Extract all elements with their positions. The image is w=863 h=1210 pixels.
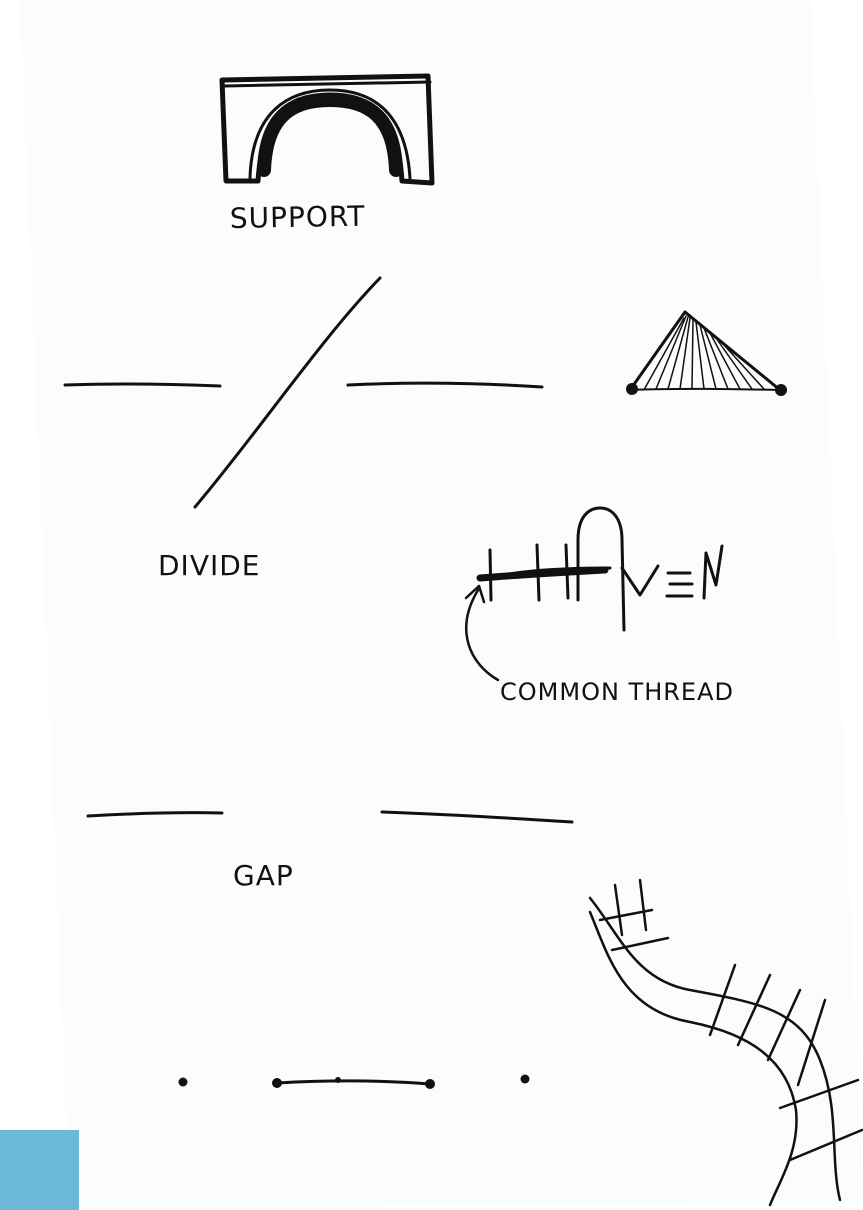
support-label: SUPPORT [230,200,366,235]
peak-right-dot [775,384,787,396]
divide-label: DIVIDE [158,549,260,582]
lone-dot-right [521,1075,530,1084]
lone-dot-left [179,1078,188,1087]
connected-dot-end [425,1079,435,1089]
connected-dot-mid [335,1077,341,1083]
connected-dot-start [272,1078,282,1088]
gap-label: GAP [233,859,294,892]
common-thread-label: COMMON THREAD [500,678,734,706]
sketch-page [20,0,863,1210]
peak-left-dot [626,383,638,395]
accent-corner-block [0,1130,79,1210]
